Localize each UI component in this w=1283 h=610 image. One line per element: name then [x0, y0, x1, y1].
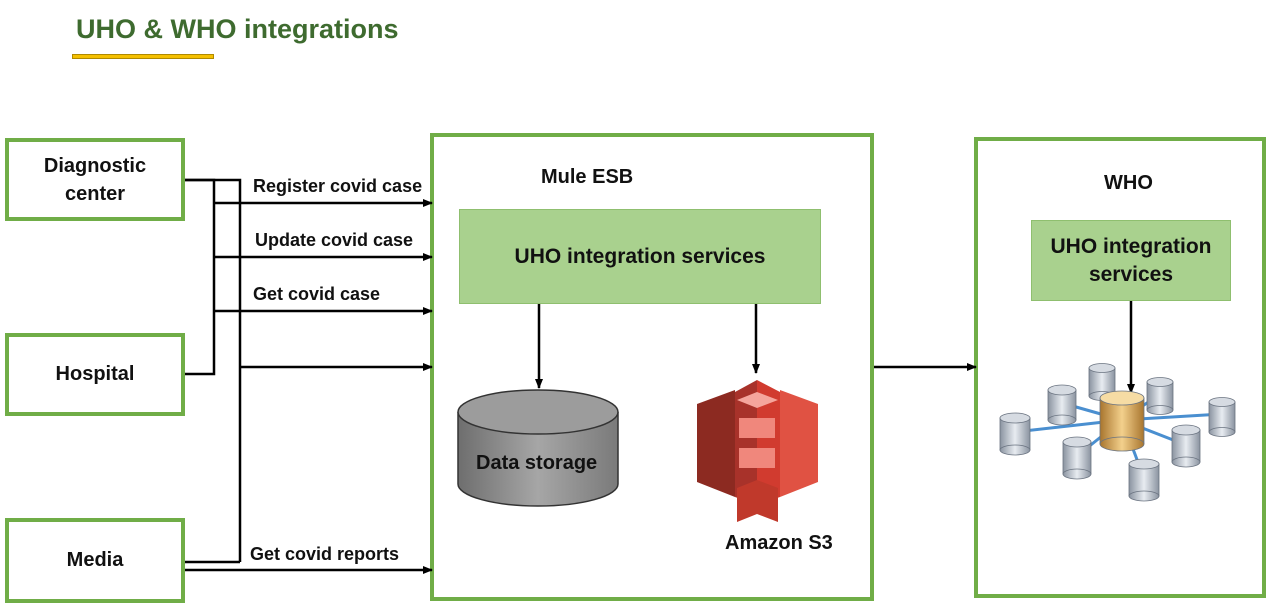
title-underline — [72, 54, 214, 59]
source-bus — [185, 178, 242, 564]
amazon-s3-label: Amazon S3 — [725, 532, 833, 554]
who-container — [974, 137, 1266, 598]
media-box: Media — [5, 518, 185, 603]
flow-label-update: Update covid case — [255, 230, 414, 250]
hospital-box: Hospital — [5, 333, 185, 416]
data-storage-cylinder — [457, 389, 619, 507]
uho-integration-services-panel: UHO integration services — [459, 209, 821, 304]
mule-esb-title: Mule ESB — [541, 166, 634, 188]
who-uho-integration-services-panel: UHO integration services — [1031, 220, 1231, 301]
who-title: WHO — [1104, 172, 1153, 194]
flow-label-get-case: Get covid case — [253, 284, 381, 304]
page-title: UHO & WHO integrations — [76, 14, 399, 44]
flow-label-register: Register covid case — [253, 176, 423, 196]
data-storage-label: Data storage — [476, 452, 598, 474]
database-network-icon — [999, 363, 1236, 502]
flow-label-get-reports: Get covid reports — [250, 544, 400, 564]
diagnostic-center-box: Diagnostic center — [5, 138, 185, 221]
amazon-s3-icon — [697, 380, 818, 522]
